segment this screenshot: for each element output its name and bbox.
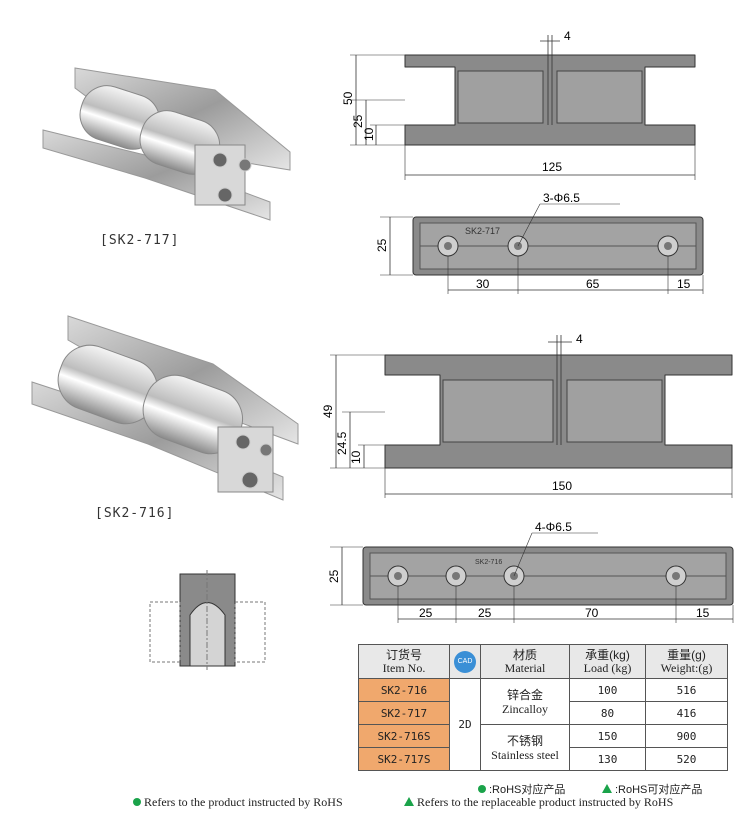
cad-icon[interactable]: CAD <box>454 650 476 673</box>
legend-rohs-en: Refers to the product instructed by RoHS <box>133 795 343 810</box>
cad-type-cell[interactable]: 2D <box>449 678 481 771</box>
rohs-triangle-icon <box>404 797 414 806</box>
dim-716-a: 25 <box>419 606 433 620</box>
holes-717: 3-Φ6.5 <box>543 191 580 205</box>
rohs-triangle-icon <box>602 784 612 793</box>
dim-717-c: 15 <box>677 277 691 291</box>
product-photo-sk2-716 <box>31 315 299 501</box>
header-cad: CAD <box>449 644 481 679</box>
item-cell[interactable]: SK2-717 <box>358 701 450 725</box>
item-cell[interactable]: SK2-716 <box>358 678 450 702</box>
dim-716-width: 25 <box>327 569 341 583</box>
engraving-716: SK2-716 <box>475 559 502 566</box>
weight-cell: 520 <box>645 747 728 771</box>
dim-716-b: 25 <box>478 606 492 620</box>
header-load: 承重(kg)Load (kg) <box>569 644 646 679</box>
header-weight: 重量(g)Weight:(g) <box>645 644 728 679</box>
dim-716-mid: 24.5 <box>335 431 349 455</box>
holes-716: 4-Φ6.5 <box>535 520 572 534</box>
dim-717-gap: 4 <box>564 29 571 43</box>
dim-716-height: 49 <box>321 404 335 418</box>
load-cell: 100 <box>569 678 646 702</box>
table-row: SK2-717S 130 520 <box>358 747 728 771</box>
load-cell: 80 <box>569 701 646 725</box>
product-label-sk2-716: [SK2-716] <box>95 506 175 521</box>
product-photo-sk2-717 <box>42 67 291 221</box>
load-cell: 150 <box>569 724 646 748</box>
item-cell[interactable]: SK2-716S <box>358 724 450 748</box>
dim-716-d: 15 <box>696 606 710 620</box>
weight-cell: 516 <box>645 678 728 702</box>
end-view-drawing <box>149 570 266 670</box>
dim-717-width: 25 <box>375 238 389 252</box>
table-row: SK2-717 80 416 <box>358 701 728 725</box>
dim-717-height: 50 <box>341 91 355 105</box>
dim-716-length: 150 <box>552 479 572 493</box>
legend-rohs-replace-cn: :RoHS可对应产品 <box>602 781 702 797</box>
drawing-sk2-717-top: SK2-717 3-Φ6.5 25 30 65 15 <box>375 191 704 294</box>
load-cell: 130 <box>569 747 646 771</box>
dim-716-c: 70 <box>585 606 599 620</box>
dim-717-a: 30 <box>476 277 490 291</box>
dim-717-base: 10 <box>362 127 376 141</box>
weight-cell: 900 <box>645 724 728 748</box>
dim-717-length: 125 <box>542 160 562 174</box>
weight-cell: 416 <box>645 701 728 725</box>
dim-716-base: 10 <box>349 450 363 464</box>
product-label-sk2-717: [SK2-717] <box>100 233 180 248</box>
legend-rohs-cn: :RoHS对应产品 <box>478 781 565 797</box>
drawing-sk2-716-top: SK2-716 4-Φ6.5 25 25 25 70 15 <box>327 520 734 623</box>
rohs-dot-icon <box>133 798 141 806</box>
engraving-717: SK2-717 <box>465 226 500 236</box>
dim-717-b: 65 <box>586 277 600 291</box>
dim-716-gap: 4 <box>576 332 583 346</box>
drawing-sk2-717-side: 4 50 25 10 125 <box>341 29 696 180</box>
rohs-dot-icon <box>478 785 486 793</box>
legend-rohs-replace-en: Refers to the replaceable product instru… <box>404 795 673 810</box>
item-cell[interactable]: SK2-717S <box>358 747 450 771</box>
dim-717-mid: 25 <box>351 114 365 128</box>
drawing-sk2-716-side: 4 49 24.5 10 150 <box>321 332 733 498</box>
